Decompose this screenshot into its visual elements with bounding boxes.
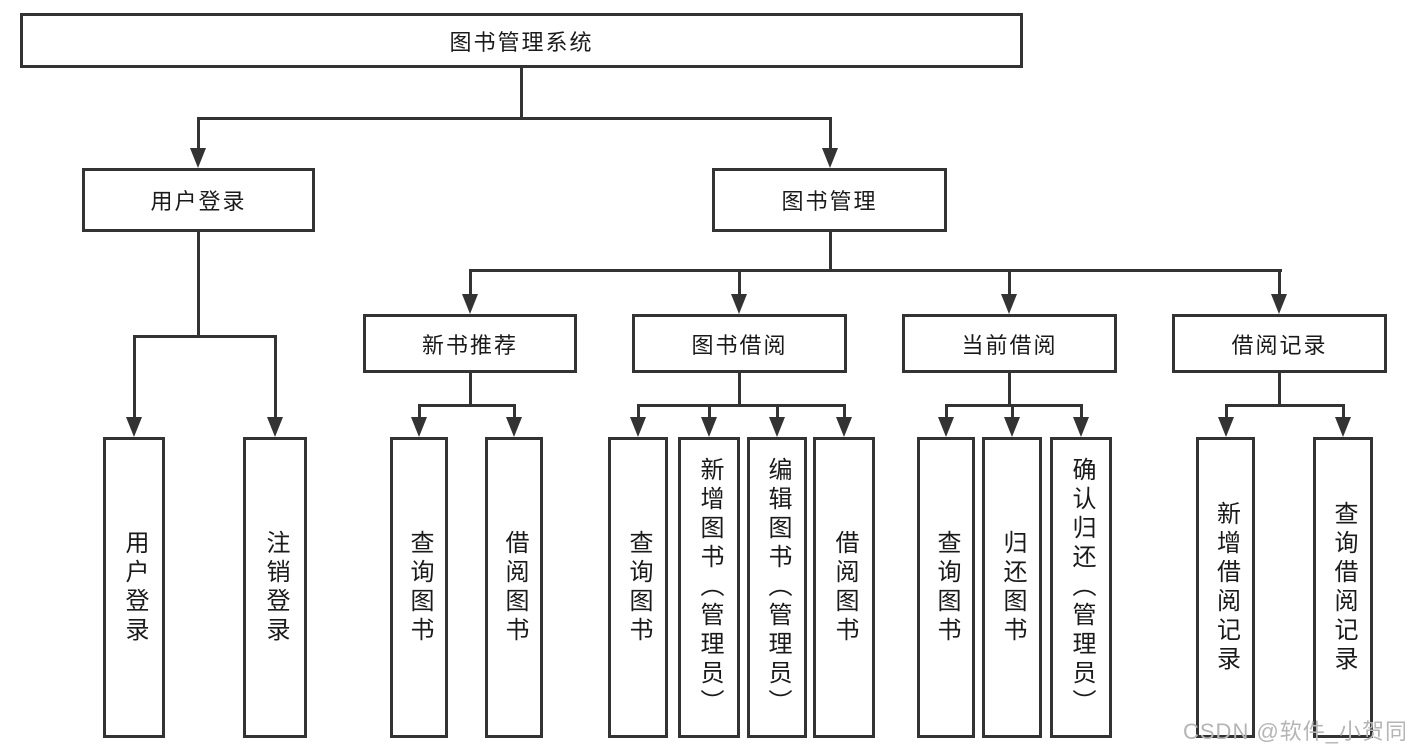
leaf-borrowing-query-books: 查询图书 [608,437,668,738]
node-borrowing-records-label: 借阅记录 [1231,332,1328,358]
node-root-label: 图书管理系统 [449,29,594,55]
connector-line [637,404,846,407]
node-new-book-recommend: 新书推荐 [363,314,577,373]
node-current-borrowing-label: 当前借阅 [961,332,1058,358]
connector-line [738,269,741,297]
arrowhead-down-icon [462,294,478,314]
leaf-edit-books-admin: 编辑图书（管理员） [747,437,807,738]
leaf-borrowing-query-books-label: 查询图书 [625,529,652,646]
leaf-user-login-label: 用户登录 [121,529,148,646]
leaf-add-books-admin: 新增图书（管理员） [678,437,740,738]
connector-line [1225,404,1345,407]
leaf-recommend-borrow-books: 借阅图书 [485,437,543,738]
arrowhead-down-icon [1271,294,1287,314]
connector-line [469,373,472,407]
arrowhead-down-icon [1073,417,1089,437]
leaf-recommend-borrow-books-label: 借阅图书 [501,529,528,646]
node-borrowing-records: 借阅记录 [1172,314,1387,373]
leaf-query-borrow-record: 查询借阅记录 [1313,437,1373,738]
arrowhead-down-icon [126,417,142,437]
connector-line [1008,269,1011,297]
leaf-return-books-label: 归还图书 [999,529,1026,646]
arrowhead-down-icon [1004,417,1020,437]
connector-line [1278,269,1281,297]
node-book-management: 图书管理 [712,168,947,232]
arrowhead-down-icon [630,417,646,437]
connector-line [945,404,948,420]
connector-line [469,269,472,297]
connector-line [1008,373,1011,407]
connector-line [197,117,200,151]
connector-line [418,404,421,420]
node-new-book-recommend-label: 新书推荐 [421,332,518,358]
leaf-recommend-query-books: 查询图书 [390,437,448,738]
connector-line [776,404,779,420]
connector-line [1342,404,1345,420]
node-book-borrowing: 图书借阅 [632,314,847,373]
node-root: 图书管理系统 [20,13,1023,68]
leaf-borrow-books-label: 借阅图书 [831,529,858,646]
connector-line [637,404,640,420]
connector-line [520,68,523,118]
leaf-confirm-return-admin: 确认归还（管理员） [1050,437,1112,738]
connector-line [133,335,136,419]
node-user-login: 用户登录 [82,168,315,232]
csdn-watermark: CSDN @软件_小贺同学 [1183,719,1405,744]
leaf-add-books-admin-label: 新增图书（管理员） [696,457,723,718]
connector-line [418,404,516,407]
arrowhead-down-icon [769,417,785,437]
connector-line [1278,373,1281,407]
arrowhead-down-icon [411,417,427,437]
arrowhead-down-icon [190,148,206,168]
leaf-query-borrow-record-label: 查询借阅记录 [1330,500,1357,675]
connector-line [197,232,200,338]
leaf-return-books: 归还图书 [982,437,1042,738]
leaf-current-query-books-label: 查询图书 [933,529,960,646]
connector-line [945,404,1083,407]
arrowhead-down-icon [267,417,283,437]
connector-line [1011,404,1014,420]
leaf-add-borrow-record-label: 新增借阅记录 [1212,500,1240,675]
leaf-borrow-books: 借阅图书 [813,437,875,738]
node-book-borrowing-label: 图书借阅 [691,332,788,358]
connector-line [1080,404,1083,420]
arrowhead-down-icon [506,417,522,437]
node-current-borrowing: 当前借阅 [902,314,1117,373]
leaf-logout: 注销登录 [243,437,307,738]
connector-line [469,269,1282,272]
connector-line [708,404,711,420]
connector-line [274,335,277,419]
connector-line [1225,404,1228,420]
leaf-logout-label: 注销登录 [262,529,289,646]
node-user-login-label: 用户登录 [150,189,247,214]
arrowhead-down-icon [938,417,954,437]
arrowhead-down-icon [1218,417,1234,437]
arrowhead-down-icon [822,148,838,168]
leaf-add-borrow-record: 新增借阅记录 [1196,437,1255,738]
arrowhead-down-icon [1001,294,1017,314]
connector-line [829,117,832,151]
arrowhead-down-icon [731,294,747,314]
connector-line [843,404,846,420]
leaf-current-query-books: 查询图书 [917,437,975,738]
arrowhead-down-icon [836,417,852,437]
leaf-confirm-return-admin-label: 确认归还（管理员） [1068,457,1095,718]
connector-line [197,117,831,120]
leaf-edit-books-admin-label: 编辑图书（管理员） [764,457,791,718]
node-book-management-label: 图书管理 [781,189,878,214]
leaf-recommend-query-books-label: 查询图书 [406,529,433,646]
arrowhead-down-icon [701,417,717,437]
leaf-user-login: 用户登录 [103,437,165,738]
arrowhead-down-icon [1335,417,1351,437]
connector-line [738,373,741,407]
connector-line [513,404,516,420]
connector-line [829,232,832,272]
connector-line [133,335,277,338]
